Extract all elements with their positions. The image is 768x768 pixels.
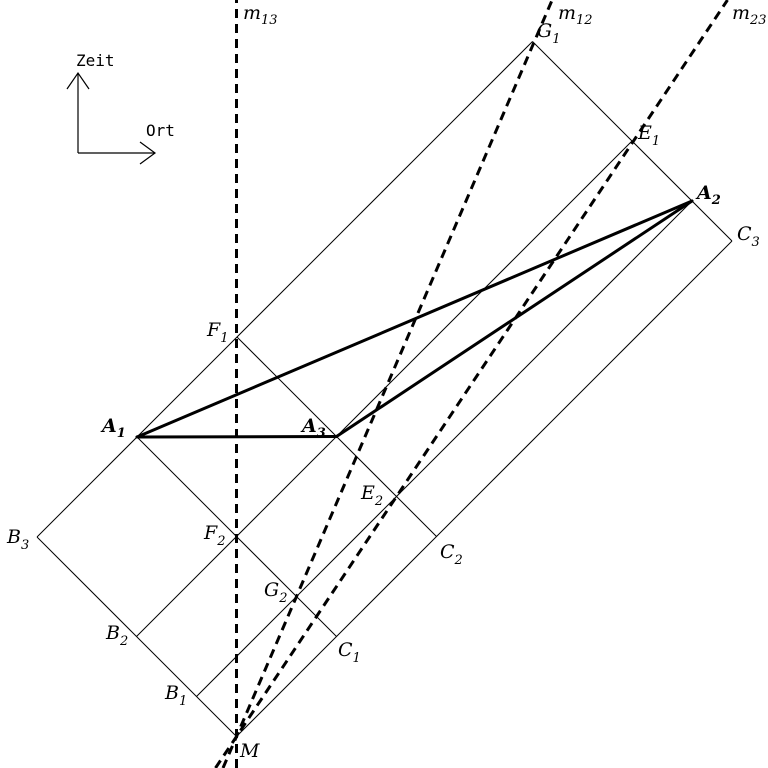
point-label-c1: C1 [338,639,361,666]
vertex-label-a2: A2 [695,182,721,208]
time-axis-label: Zeit [76,51,115,70]
point-label-f2: F2 [203,522,225,549]
point-label-m: M [239,740,260,762]
space-axis-label: Ort [146,121,175,140]
point-label-e1: E1 [637,122,660,149]
bisector-label-m12: m12 [558,2,593,28]
point-label-f1: F1 [206,319,228,346]
point-label-c3: C3 [737,223,760,250]
u-line-a1 [36,41,533,538]
v-line-m [36,536,237,737]
bisector-m12 [221,0,554,768]
point-labels: B1 B2 B3 C1 C2 C3 E1 E2 F1 F2 G1 G2 M [6,20,760,762]
point-label-b2: B2 [105,622,128,649]
triangle-side-a1-a2 [135,199,694,439]
time-axis-arrowhead [66,71,90,90]
point-label-e2: E2 [360,482,383,509]
perpendicular-bisectors [214,0,729,768]
vertex-labels: A1 A2 A3 [100,182,721,441]
bisector-label-m23: m23 [732,2,767,28]
bisector-m23 [214,0,729,768]
axes-indicator: Zeit Ort [66,51,175,165]
bisector-label-m13: m13 [243,2,278,28]
triangle-side-a1-a3 [135,435,338,439]
point-label-b3: B3 [6,526,29,553]
bisector-labels: m13 m12 m23 [243,2,767,28]
space-axis-arrowhead [139,141,157,165]
triangle [135,199,694,439]
vertex-label-a1: A1 [100,415,126,441]
point-label-b1: B1 [164,682,187,709]
point-label-g1: G1 [537,20,560,47]
u-line-m [236,240,733,737]
vertex-label-a3: A3 [300,415,326,441]
u-line-a2 [196,200,693,697]
point-label-g2: G2 [264,579,287,606]
triangle-side-a3-a2 [335,199,694,438]
point-label-c2: C2 [440,541,463,568]
